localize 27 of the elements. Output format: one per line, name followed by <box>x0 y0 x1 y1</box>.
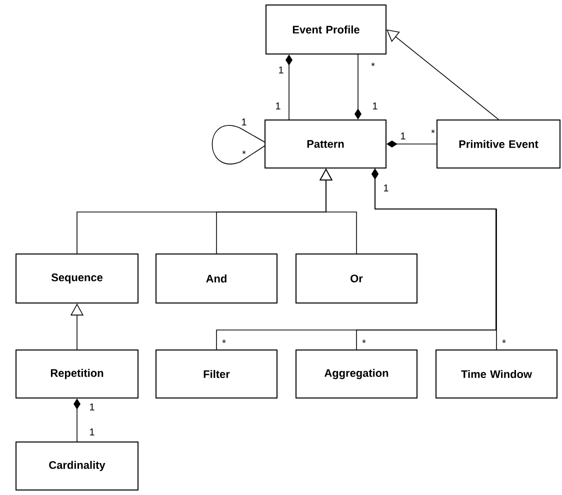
multiplicity-label: * <box>222 340 226 344</box>
class-box: Repetition <box>16 350 138 398</box>
class-box: Pattern <box>264 120 386 168</box>
multiplicity-label: 1 <box>279 66 284 74</box>
class-box: And <box>156 254 278 304</box>
multiplicity-label: * <box>502 340 506 344</box>
class-box: Sequence <box>16 254 138 304</box>
connector <box>74 398 80 442</box>
class-box: Aggregation <box>296 350 418 398</box>
multiplicity-label: 1 <box>276 102 280 110</box>
class-box: Cardinality <box>16 442 138 490</box>
connector <box>354 54 362 120</box>
multiplicity-label: * <box>242 150 246 154</box>
connector <box>319 168 357 254</box>
multiplicity-label: 1 <box>384 184 388 192</box>
multiplicity-label: 1 <box>401 132 406 140</box>
class-box: Filter <box>156 350 278 398</box>
connector <box>386 140 437 148</box>
class-box: Time Window <box>436 350 558 398</box>
class-box: Event Profile <box>266 4 386 54</box>
class-box: Primitive Event <box>436 120 560 168</box>
connector <box>286 54 292 120</box>
multiplicity-label: * <box>362 340 366 344</box>
connector <box>386 30 499 120</box>
multiplicity-label: 1 <box>242 118 246 126</box>
class-box: Or <box>296 254 418 304</box>
multiplicity-label: 1 <box>373 102 378 110</box>
